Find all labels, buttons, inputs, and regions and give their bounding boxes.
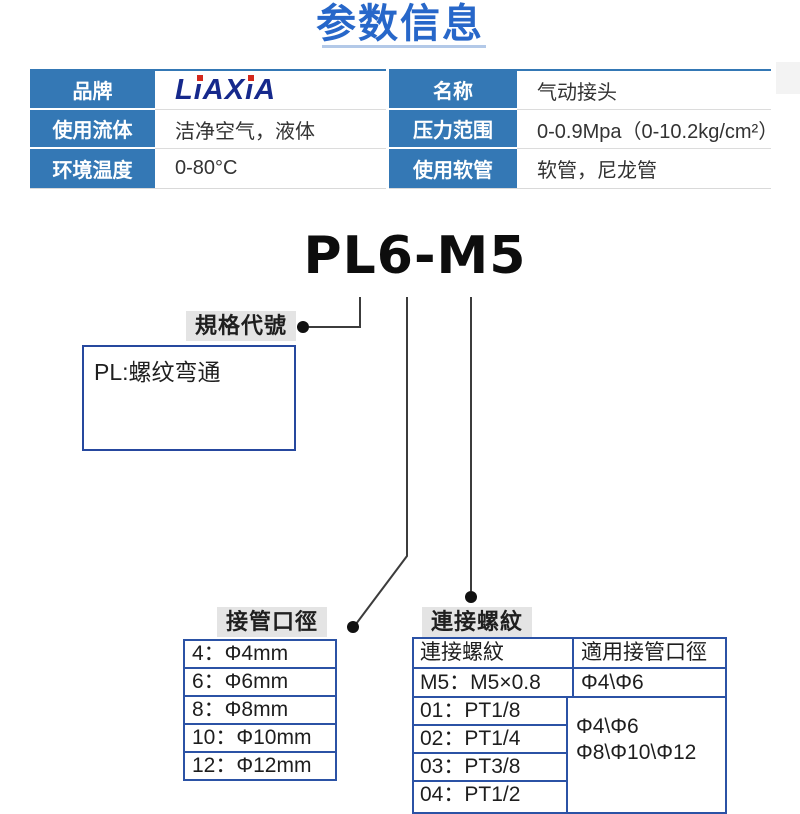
table-row: 使用软管 软管，尼龙管 xyxy=(389,149,771,188)
table-header-row: 連接螺紋 適用接管口徑 xyxy=(414,639,725,669)
brand-cell: L ı A X ı A xyxy=(155,71,386,110)
table-row: 8：Φ8mm xyxy=(185,697,335,725)
logo-letter: L xyxy=(175,73,194,106)
logo-letter: ı xyxy=(245,73,255,106)
pt-rows: 01：PT1/8 02：PT1/4 03：PT3/8 04：PT1/2 xyxy=(414,698,568,812)
row-label: 环境温度 xyxy=(30,149,155,188)
connector-dot xyxy=(297,321,309,333)
connector-dot xyxy=(347,621,359,633)
spec-table-right: 名称 气动接头 压力范围 0-0.9Mpa（0-10.2kg/cm²） 使用软管… xyxy=(389,69,778,189)
logo-letter: ı xyxy=(193,73,203,106)
table-row: 4：Φ4mm xyxy=(185,641,335,669)
merged-pipe-cell: Φ4\Φ6 Φ8\Φ10\Φ12 xyxy=(568,698,725,812)
table-row: 6：Φ6mm xyxy=(185,669,335,697)
table-merged-section: 01：PT1/8 02：PT1/4 03：PT3/8 04：PT1/2 Φ4\Φ… xyxy=(414,698,725,812)
title-underline xyxy=(322,45,486,48)
table-row: 名称 气动接头 xyxy=(389,71,771,110)
row-value: 软管，尼龙管 xyxy=(517,149,771,188)
thread-cell: M5：M5×0.8 xyxy=(414,669,574,696)
row-value: 0-0.9Mpa（0-10.2kg/cm²） xyxy=(517,110,778,149)
logo-letter: A xyxy=(254,73,277,106)
table-row: 01：PT1/8 xyxy=(414,698,566,726)
row-value: 0-80°C xyxy=(155,149,386,188)
merged-pipe-line: Φ8\Φ10\Φ12 xyxy=(576,741,697,764)
pipe-diameter-table: 4：Φ4mm 6：Φ6mm 8：Φ8mm 10：Φ10mm 12：Φ12mm xyxy=(183,639,337,781)
thread-table: 連接螺紋 適用接管口徑 M5：M5×0.8 Φ4\Φ6 01：PT1/8 02：… xyxy=(412,637,727,814)
table-row: 02：PT1/4 xyxy=(414,726,566,754)
table-row: 环境温度 0-80°C xyxy=(30,149,386,188)
row-label: 名称 xyxy=(389,71,517,110)
table-row: M5：M5×0.8 Φ4\Φ6 xyxy=(414,669,725,698)
table-row: 压力范围 0-0.9Mpa（0-10.2kg/cm²） xyxy=(389,110,778,149)
row-label: 品牌 xyxy=(30,71,155,110)
column-header: 適用接管口徑 xyxy=(581,641,707,664)
logo-letter: A xyxy=(202,73,225,106)
thread-tag: 連接螺紋 xyxy=(422,607,533,637)
model-code: PL6-M5 xyxy=(303,226,527,286)
table-row: 10：Φ10mm xyxy=(185,725,335,753)
column-header: 連接螺紋 xyxy=(414,639,574,667)
pipe-cell: Φ4\Φ6 xyxy=(581,671,644,694)
row-label: 使用软管 xyxy=(389,149,517,188)
table-row: 品牌 L ı A X ı A xyxy=(30,71,386,110)
row-label: 使用流体 xyxy=(30,110,155,149)
spec-code-box: PL:螺纹弯通 xyxy=(82,345,296,451)
edge-artifact xyxy=(776,62,800,94)
table-row: 03：PT3/8 xyxy=(414,754,566,782)
table-row: 使用流体 洁净空气，液体 xyxy=(30,110,386,149)
logo-letter: X xyxy=(224,73,246,106)
table-row: 12：Φ12mm xyxy=(192,754,312,777)
pipe-diameter-tag: 接管口徑 xyxy=(217,607,328,637)
row-value: 洁净空气，液体 xyxy=(155,110,386,149)
row-label: 压力范围 xyxy=(389,110,517,149)
table-row: 04：PT1/2 xyxy=(420,783,521,806)
spec-code-description: PL:螺纹弯通 xyxy=(94,359,221,385)
row-value: 气动接头 xyxy=(517,71,771,110)
spec-table-left: 品牌 L ı A X ı A 使用流体 洁净空气，液体 环境温度 0-80°C xyxy=(30,69,386,189)
page-title: 参数信息 xyxy=(316,2,484,46)
connector-dot xyxy=(465,591,477,603)
brand-logo: L ı A X ı A xyxy=(175,74,276,107)
merged-pipe-line: Φ4\Φ6 xyxy=(576,715,639,738)
spec-code-tag: 規格代號 xyxy=(186,311,297,341)
